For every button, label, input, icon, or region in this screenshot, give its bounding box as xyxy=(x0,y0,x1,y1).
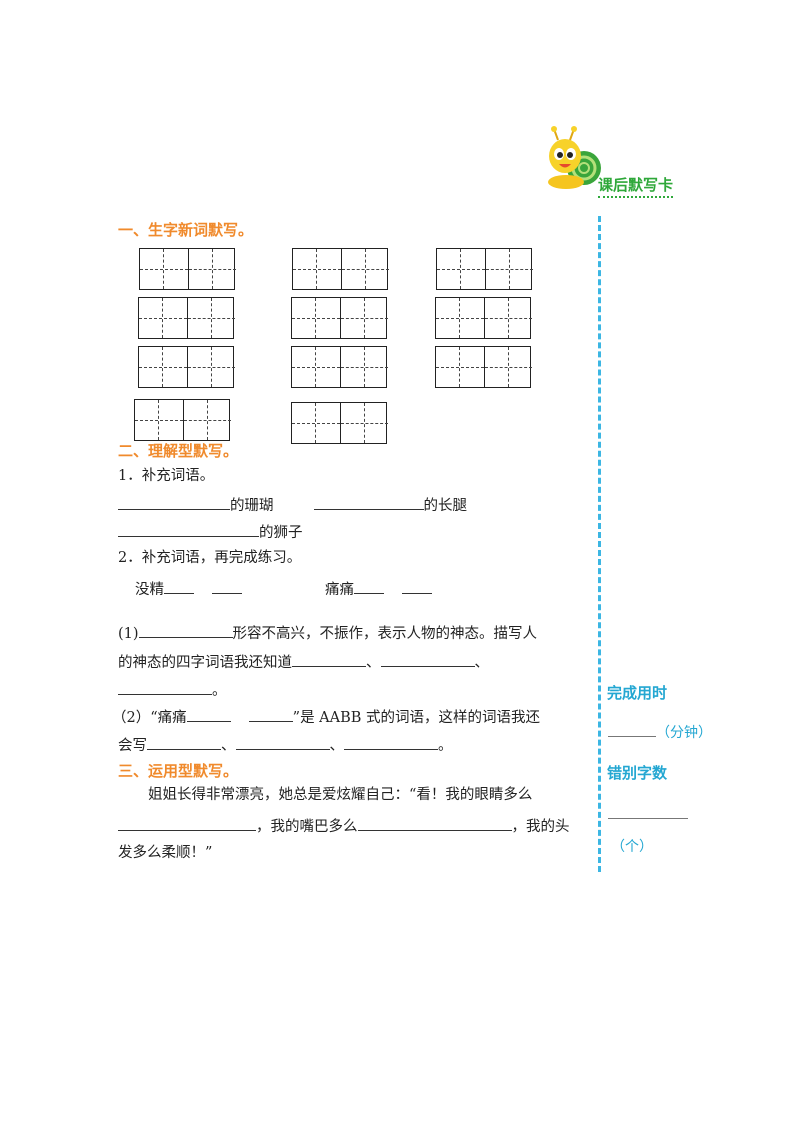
sub1-line-2: 的神态的四字词语我还知道 、 、 xyxy=(118,651,489,673)
p3-mid-1: ，我的嘴巴多么 xyxy=(256,819,358,835)
q1-label: 1．补充词语。 xyxy=(118,468,215,484)
blank[interactable] xyxy=(235,734,330,750)
blank[interactable] xyxy=(164,578,194,594)
completion-time-field: （分钟） xyxy=(608,722,712,742)
writing-box[interactable] xyxy=(139,248,236,290)
sub2-text-2: 会写 xyxy=(118,738,147,754)
p3-mid-2: ，我的头 xyxy=(511,819,570,835)
blank[interactable] xyxy=(354,578,384,594)
blank[interactable] xyxy=(313,494,424,510)
sub1-line-1: (1) 形容不高兴，不振作，表示人物的神态。描写人 xyxy=(118,622,537,644)
q2-label: 2．补充词语，再完成练习。 xyxy=(118,550,302,566)
writing-box[interactable] xyxy=(291,346,388,388)
separator: 、 xyxy=(221,738,236,754)
sub2-number: （2） xyxy=(112,710,151,726)
blank[interactable] xyxy=(357,815,512,831)
error-count-blank[interactable] xyxy=(608,806,688,819)
p3-line-1: 姐姐长得非常漂亮，她总是爱炫耀自己：“看！我的眼睛多么 xyxy=(148,787,533,803)
blank[interactable] xyxy=(212,578,242,594)
header: 课后默写卡 xyxy=(540,122,690,198)
p3-line-2: ，我的嘴巴多么 ，我的头 xyxy=(118,815,570,837)
writing-box[interactable] xyxy=(291,402,388,444)
sub2-line-2: 会写 、 、 。 xyxy=(118,734,453,756)
blank[interactable] xyxy=(147,734,221,750)
blank[interactable] xyxy=(118,679,212,695)
sub1-number: (1) xyxy=(118,626,139,642)
snail-mascot-icon xyxy=(548,126,601,189)
section-2-title: 二、理解型默写。 xyxy=(118,442,239,460)
period: 。 xyxy=(212,683,227,699)
sub1-text-2: 的神态的四字词语我还知道 xyxy=(118,655,292,671)
sub1-text: 形容不高兴，不振作，表示人物的神态。描写人 xyxy=(232,626,538,642)
writing-box[interactable] xyxy=(134,399,231,441)
q2-words: 没精 痛痛 xyxy=(135,578,432,600)
time-unit: （分钟） xyxy=(656,725,712,741)
period: 。 xyxy=(438,738,453,754)
blank[interactable] xyxy=(118,494,230,510)
error-count-unit: （个） xyxy=(611,839,653,855)
blank[interactable] xyxy=(118,815,256,831)
word-meijing: 没精 xyxy=(135,582,164,598)
separator: 、 xyxy=(329,738,345,754)
phrase-coral: 的珊瑚 xyxy=(230,498,274,514)
q1-row-2: 的狮子 xyxy=(118,521,303,543)
sub1-line-3: 。 xyxy=(118,679,227,701)
section-3-title: 三、运用型默写。 xyxy=(118,762,239,780)
writing-box[interactable] xyxy=(435,297,532,339)
writing-box[interactable] xyxy=(138,346,235,388)
blank[interactable] xyxy=(186,706,231,722)
blank[interactable] xyxy=(118,521,259,537)
writing-box[interactable] xyxy=(291,297,388,339)
separator: 、 xyxy=(474,655,490,671)
blank[interactable] xyxy=(248,706,293,722)
column-divider xyxy=(598,216,601,872)
blank[interactable] xyxy=(138,622,233,638)
completion-time-label: 完成用时 xyxy=(607,684,668,702)
writing-box[interactable] xyxy=(435,346,532,388)
sub2-text: ”是 AABB 式的词语，这样的词语我还 xyxy=(292,710,541,726)
q1-row-1: 的珊瑚 的长腿 xyxy=(118,494,467,516)
sub2-open: “痛痛 xyxy=(150,710,187,726)
card-title: 课后默写卡 xyxy=(598,174,674,198)
phrase-legs: 的长腿 xyxy=(423,498,468,514)
time-blank[interactable] xyxy=(608,722,656,737)
word-tongtong: 痛痛 xyxy=(325,582,354,598)
blank[interactable] xyxy=(402,578,432,594)
blank[interactable] xyxy=(380,651,475,667)
writing-box[interactable] xyxy=(292,248,389,290)
p3-line-3: 发多么柔顺！” xyxy=(118,845,213,861)
sub2-line-1: （2）“痛痛 ”是 AABB 式的词语，这样的词语我还 xyxy=(112,706,540,728)
error-count-label: 错别字数 xyxy=(607,764,668,782)
section-1-title: 一、生字新词默写。 xyxy=(118,221,254,239)
writing-box[interactable] xyxy=(138,297,235,339)
blank[interactable] xyxy=(292,651,366,667)
phrase-lion: 的狮子 xyxy=(259,525,303,541)
blank[interactable] xyxy=(344,734,438,750)
writing-box[interactable] xyxy=(436,248,533,290)
separator: 、 xyxy=(366,655,381,671)
